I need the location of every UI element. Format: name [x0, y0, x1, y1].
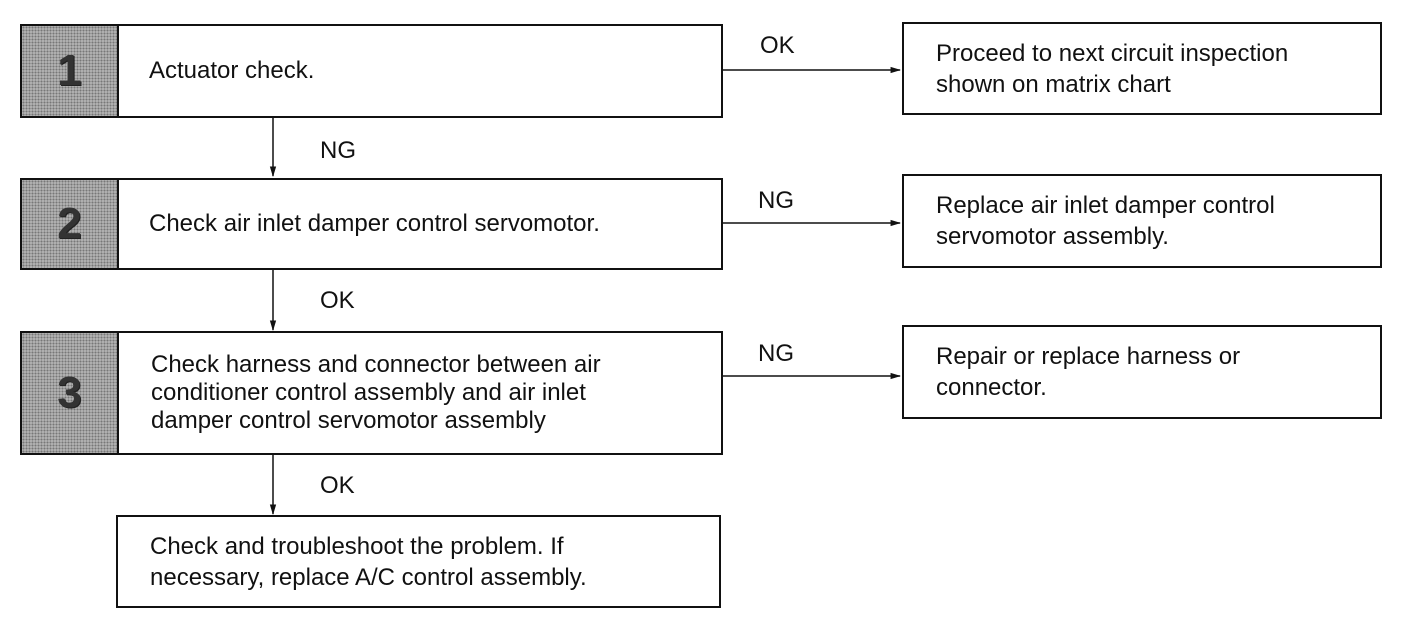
result-repair-harness: Repair or replace harness or connector. — [902, 325, 1382, 419]
label-step3-ng: NG — [758, 340, 794, 367]
step-3-box: 3 Check harness and connector between ai… — [20, 331, 723, 455]
step-1-number: 1 — [22, 26, 119, 116]
result-next-circuit: Proceed to next circuit inspection shown… — [902, 22, 1382, 115]
label-step2-ng: NG — [758, 187, 794, 214]
result-troubleshoot: Check and troubleshoot the problem. If n… — [116, 515, 721, 608]
step-2-text: Check air inlet damper control servomoto… — [149, 210, 600, 237]
label-step1-ok: OK — [760, 32, 795, 59]
label-step3-ok: OK — [320, 472, 355, 499]
label-step1-ng: NG — [320, 137, 356, 164]
step-3-text: Check harness and connector between air … — [151, 351, 601, 434]
step-3-number: 3 — [22, 333, 119, 453]
step-1-text: Actuator check. — [149, 57, 315, 84]
step-2-number: 2 — [22, 180, 119, 268]
result-replace-servomotor: Replace air inlet damper control servomo… — [902, 174, 1382, 268]
label-step2-ok: OK — [320, 287, 355, 314]
step-1-box: 1 Actuator check. — [20, 24, 723, 118]
step-2-box: 2 Check air inlet damper control servomo… — [20, 178, 723, 270]
